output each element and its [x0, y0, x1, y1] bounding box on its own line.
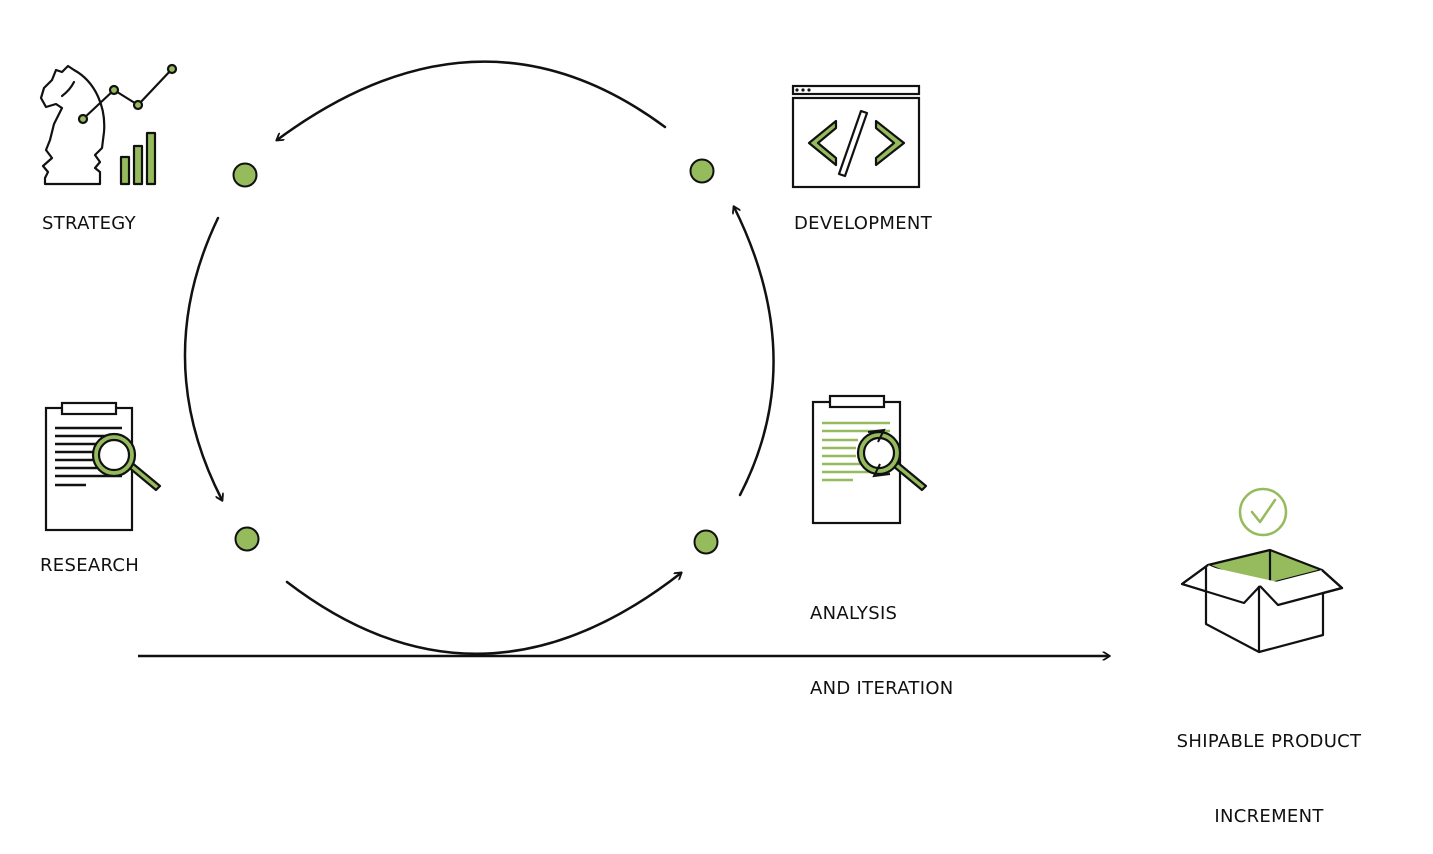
stage-dot-strategy [232, 162, 258, 188]
stage-dot-development [689, 158, 715, 184]
cycle-arcs [183, 60, 775, 655]
arc-strategy-to-research [183, 216, 222, 500]
arc-research-to-analysis [285, 573, 681, 655]
output-label-line1: SHIPABLE PRODUCT [1176, 731, 1362, 752]
stage-label-analysis-line1: ANALYSIS [810, 603, 898, 624]
stage-label-development: DEVELOPMENT [794, 213, 932, 234]
stage-dot-analysis [693, 529, 719, 555]
stage-dots [232, 158, 719, 555]
iteration-cycle-diagram [39, 60, 1344, 789]
check-mark [1250, 498, 1277, 524]
output-label: SHIPABLE PRODUCT INCREMENT [1160, 679, 1378, 854]
stage-label-analysis: ANALYSIS AND ITERATION [810, 551, 954, 726]
chess-knight-chart-icon [39, 63, 178, 186]
stage-dot-research [234, 526, 260, 552]
clipboard-refresh-search-icon [811, 394, 928, 525]
arc-development-to-strategy [277, 60, 667, 140]
check-circle [1238, 487, 1288, 537]
code-window-icon [791, 84, 921, 189]
stage-label-strategy: STRATEGY [42, 213, 136, 234]
output-label-line2: INCREMENT [1214, 806, 1324, 827]
stage-label-analysis-line2: AND ITERATION [810, 678, 954, 699]
arc-analysis-to-development [734, 207, 775, 497]
clipboard-search-icon [44, 401, 162, 532]
stage-label-research: RESEARCH [40, 555, 140, 576]
open-box-check-icon [1180, 487, 1344, 654]
